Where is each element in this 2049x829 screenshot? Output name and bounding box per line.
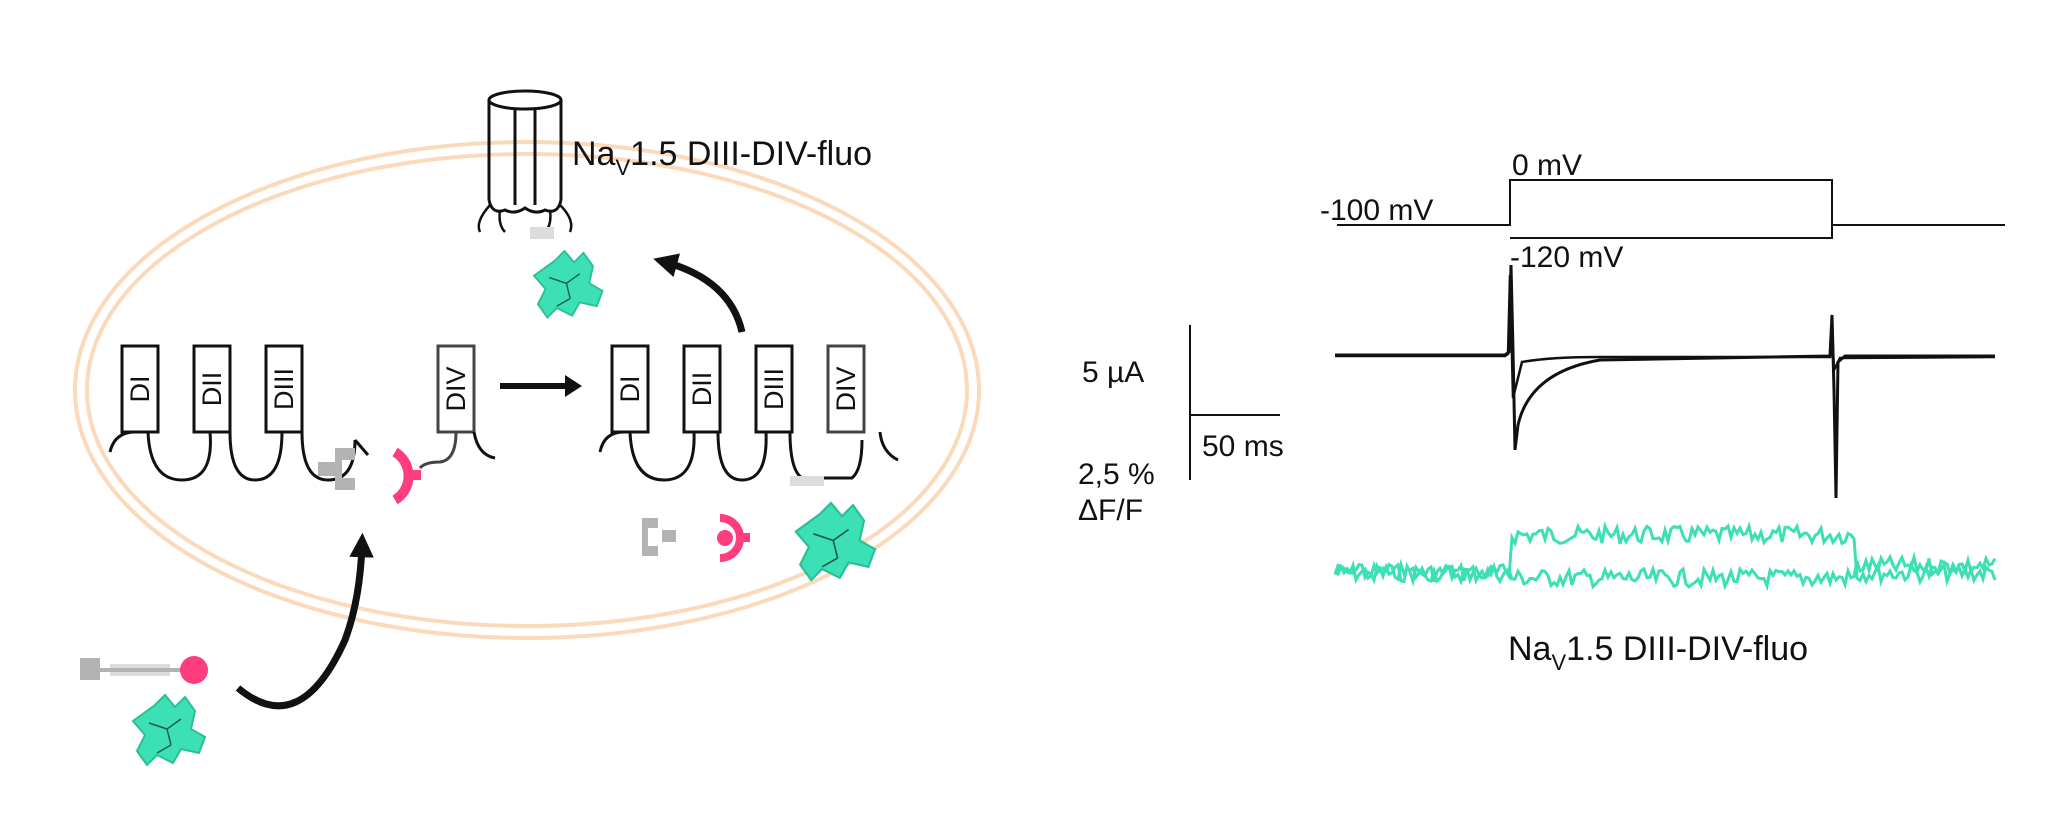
domain-box-left-2 [192,344,232,434]
top-label-sub: V [615,155,630,180]
scale-current-label: 5 µA [1082,356,1144,389]
domain-box-right-3 [754,344,794,434]
domain-label-right-1: DI [615,376,645,403]
right-assembled-channel: DI DII DIII DIV [598,344,899,582]
voltage-step-label: 0 mV [1512,149,1582,182]
released-grey-part-icon [642,518,658,556]
domain-label-left-3: DIII [269,368,299,410]
scale-bars [1189,325,1280,480]
scale-time-label: 50 ms [1202,430,1284,463]
domain-label-left-2: DII [197,372,227,407]
voltage-protocol [1337,179,2005,239]
bottom-label-sub: V [1551,650,1566,675]
curved-arrow-entry-icon [235,532,374,710]
bottom-label-rest: 1.5 DIII-DIV-fluo [1566,630,1808,668]
top-label-main: Na [572,135,616,173]
voltage-hold-label: -100 mV [1320,194,1433,227]
current-traces [1335,264,1996,499]
left-split-channel: DI DII DIII DIV [108,344,496,505]
domain-box-right-1 [610,344,650,434]
domain-box-left-4 [436,344,476,434]
domain-box-right-4 [826,344,866,434]
cell-membrane [73,140,981,640]
top-channel-label: NaV1.5 DIII-DIV-fluo [572,135,872,180]
domain-label-left-1: DI [125,376,155,403]
trace-construct-label: NaV1.5 DIII-DIV-fluo [1508,630,1808,675]
process-arrow-icon [500,375,582,397]
domain-label-right-4: DIV [831,366,861,411]
domain-box-left-3 [264,344,304,434]
top-label-rest: 1.5 DIII-DIV-fluo [630,135,872,173]
scale-fluor-label-1: 2,5 % [1078,458,1155,491]
channel-cylinder-icon [477,89,604,319]
domain-label-right-3: DIII [759,368,789,410]
split-part-grey-icon [335,448,355,490]
domain-label-left-4: DIV [441,366,471,411]
domain-box-left-1 [120,344,160,434]
scale-fluor-label-2: ΔF/F [1078,494,1143,527]
curved-arrow-up-icon [653,253,746,333]
domain-box-right-2 [682,344,722,434]
domain-label-right-2: DII [687,372,717,407]
voltage-post-label: -120 mV [1510,241,1623,274]
external-construct [80,656,208,766]
bottom-label-main: Na [1508,630,1552,668]
fluorescence-traces [1333,521,1997,592]
